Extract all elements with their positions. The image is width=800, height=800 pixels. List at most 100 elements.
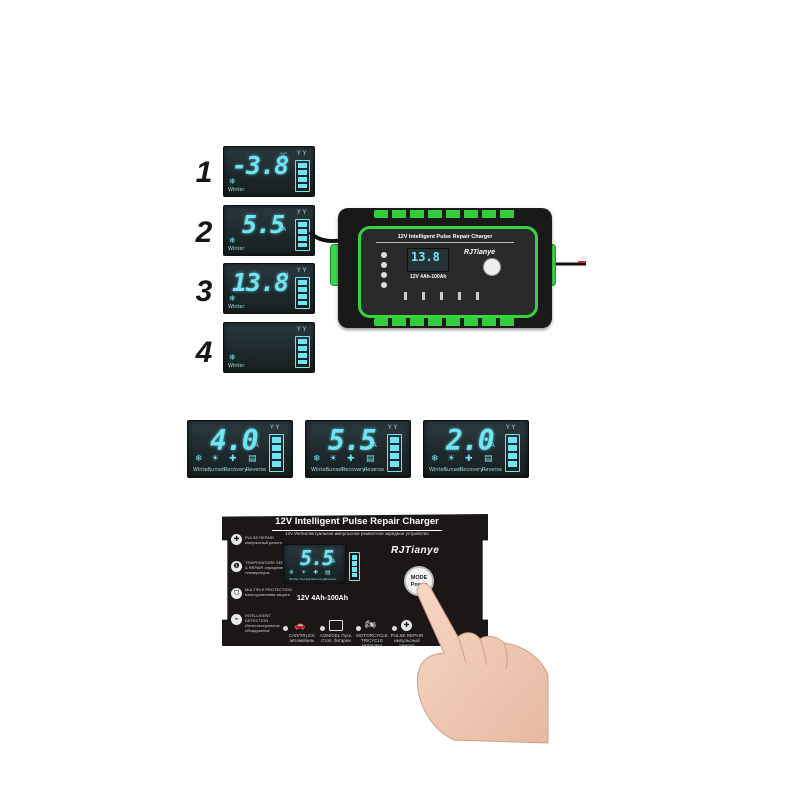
mode-button-label: MODE xyxy=(410,575,428,581)
battery-level-icon xyxy=(387,434,402,472)
lcd-label: Recovery xyxy=(342,467,366,473)
charger-lcd: 13.8 xyxy=(407,248,449,272)
lcd-label: Winter xyxy=(228,187,245,193)
lcd-label: Winter xyxy=(193,467,210,473)
terminal-icon: Y Y xyxy=(297,209,307,216)
lcd-panel-step-3: 13.8 V ❄ Winter Y Y xyxy=(223,263,315,314)
lcd-label: Winter xyxy=(228,363,245,369)
terminal-icon: Y Y xyxy=(297,326,307,333)
battery-level-icon xyxy=(295,160,310,192)
indicator-row xyxy=(404,292,494,300)
bottom-label: AGM/GEL Пуск. Стоп. батареи xyxy=(319,633,353,643)
lcd-label: Reverse xyxy=(246,467,267,473)
feature-icon xyxy=(381,252,387,258)
battery-level-icon xyxy=(295,219,310,251)
divider xyxy=(376,242,514,243)
step-number: 4 xyxy=(195,336,213,369)
temperature-icon: ❶ xyxy=(231,561,242,572)
lcd-digits: 5.5 xyxy=(328,424,377,457)
lcd-label: Winter xyxy=(289,577,299,581)
lcd-label: Sunset xyxy=(300,577,311,581)
pointing-hand xyxy=(416,582,549,744)
motorcycle-icon: 🏍 xyxy=(365,619,377,629)
terminal-icon: Y Y xyxy=(506,424,516,431)
bottom-label: CAR/TRUCK автомобиль xyxy=(288,633,316,643)
charger-spec: 12V 4Ah-100Ah xyxy=(410,274,447,280)
terminal-icon: Y Y xyxy=(297,150,307,157)
green-ridge-bottom xyxy=(374,318,516,326)
snowflake-icon: ❄ xyxy=(313,454,321,464)
panel-lcd: 5.5 A ❄ ☀ ✚ ▤ Winter Sunset Recovery Rev… xyxy=(283,544,346,584)
snowflake-icon: ❄ xyxy=(229,236,236,245)
charger-lcd-digits: 13.8 xyxy=(411,250,440,264)
panel-spec: 12V 4Ah-100Ah xyxy=(297,595,348,602)
snowflake-icon: ❄ xyxy=(229,353,236,362)
feature-text: PULSE REPAIR импульсный ремонт xyxy=(245,535,283,545)
reverse-icon: ▤ xyxy=(325,569,331,576)
lcd-label: Sunset xyxy=(326,467,344,473)
shield-plus-icon: ✚ xyxy=(465,454,473,464)
feature-icon xyxy=(381,272,387,278)
green-ridge-top xyxy=(374,210,516,218)
lcd-unit: A xyxy=(490,441,495,449)
lcd-label: Winter xyxy=(311,467,328,473)
battery-level-icon xyxy=(269,434,284,472)
lcd-label: Winter xyxy=(228,246,245,252)
lcd-panel-step-4: ❄ Winter Y Y xyxy=(223,322,315,373)
lcd-unit: °C xyxy=(280,152,288,159)
indicator-dot xyxy=(283,626,288,631)
lcd-label: Reverse xyxy=(482,467,503,473)
panel-lcd-digits: 5.5 xyxy=(300,546,334,570)
lcd-label: Sunset xyxy=(208,467,226,473)
lcd-label: Recovery xyxy=(311,577,325,581)
lcd-label: Reverse xyxy=(364,467,385,473)
detection-icon: ⌁ xyxy=(231,614,242,625)
panel-brand: RJTianye xyxy=(391,545,440,556)
shield-plus-icon: ✚ xyxy=(313,569,319,576)
lcd-label: Reverse xyxy=(324,577,337,581)
lcd-label: Recovery xyxy=(460,467,484,473)
sun-icon: ☀ xyxy=(329,454,338,464)
battery-icon xyxy=(329,620,343,631)
terminal-icon: Y Y xyxy=(388,424,398,431)
lcd-label: Winter xyxy=(228,304,245,310)
battery-level-icon xyxy=(505,434,520,472)
repair-icon: ✚ xyxy=(401,620,412,631)
snowflake-icon: ❄ xyxy=(229,294,236,303)
step-number: 3 xyxy=(195,275,213,308)
step-number: 2 xyxy=(195,216,213,249)
reverse-icon: ▤ xyxy=(366,454,375,464)
terminal-icon: Y Y xyxy=(270,424,280,431)
sun-icon: ☀ xyxy=(301,569,307,576)
lcd-digits: -3.8 xyxy=(232,151,289,180)
charger-brand: RJTianye xyxy=(464,249,495,256)
lcd-panel-step-1: -3.8 °C ❄ Winter Y Y xyxy=(223,146,315,197)
lcd-unit: V xyxy=(284,272,289,279)
lcd-unit: A xyxy=(254,441,259,449)
mode-panel-2: 5.5 A ❄ ☀ ✚ ▤ Winter Sunset Recovery Rev… xyxy=(305,420,411,478)
shield-plus-icon: ✚ xyxy=(229,454,237,464)
terminal-icon: Y Y xyxy=(297,267,307,274)
charger-title: 12V Intelligent Pulse Repair Charger xyxy=(397,234,493,240)
mode-panel-1: 4.0 A ❄ ☀ ✚ ▤ Winter Sunset Recovery Rev… xyxy=(187,420,293,478)
charger-mode-button[interactable] xyxy=(483,258,501,276)
sun-icon: ☀ xyxy=(447,454,456,464)
reverse-icon: ▤ xyxy=(248,454,257,464)
lcd-digits: 4.0 xyxy=(210,424,259,457)
pulse-repair-icon: ✚ xyxy=(231,534,242,545)
step-number: 1 xyxy=(195,156,213,189)
lcd-label: Sunset xyxy=(444,467,462,473)
feature-text: TEMPERATURE SENSOR & REPAIR определение … xyxy=(245,560,293,575)
indicator-dot xyxy=(320,626,325,631)
sun-icon: ☀ xyxy=(211,454,220,464)
indicator-dot xyxy=(356,626,361,631)
lcd-digits: 2.0 xyxy=(446,424,495,457)
battery-level-icon xyxy=(295,277,310,309)
lcd-digits: 13.8 xyxy=(232,268,289,297)
bottom-label: MOTORCYCLE TRICYCLE мотоцикл xyxy=(356,633,388,648)
feature-icon xyxy=(381,262,387,268)
lcd-label: Recovery xyxy=(224,467,248,473)
charger-face xyxy=(358,226,538,318)
car-icon: 🚗 xyxy=(294,620,306,630)
snowflake-icon: ❄ xyxy=(431,454,439,464)
